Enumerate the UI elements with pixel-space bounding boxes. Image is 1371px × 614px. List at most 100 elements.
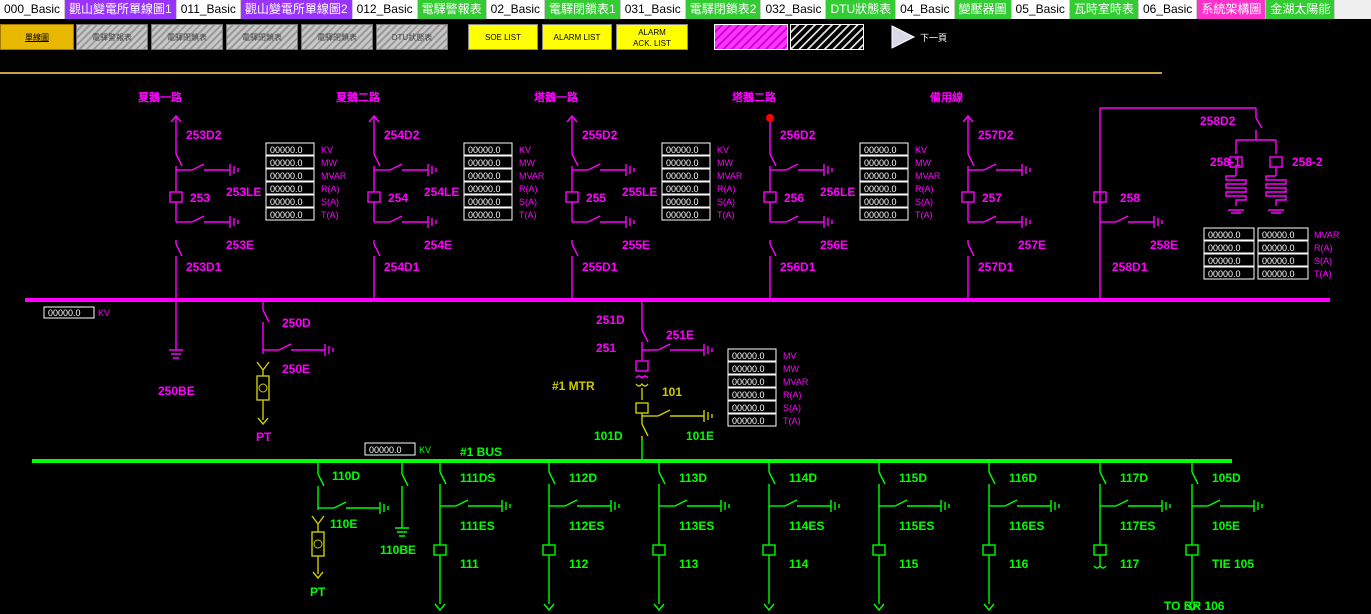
switch-105D-blade[interactable] <box>1191 471 1199 485</box>
relay-lock-button-3[interactable]: 電驛閉鎖表 <box>301 24 373 50</box>
sheet-tab-2[interactable]: 011_Basic <box>176 0 241 19</box>
gnd-110E-blade[interactable] <box>333 501 347 509</box>
sheet-tab-0[interactable]: 000_Basic <box>0 0 66 19</box>
switch-110BE-blade[interactable] <box>401 473 409 487</box>
switch-257D1-blade[interactable] <box>967 243 975 257</box>
sheet-tab-18[interactable]: 金湖太陽能 <box>1266 0 1336 19</box>
sheet-tab-14[interactable]: 05_Basic <box>1011 0 1070 19</box>
next-page-button[interactable]: 下一頁 <box>888 24 958 50</box>
relay-lock-button-4[interactable]: DTU狀態表 <box>376 24 448 50</box>
relay-lock-button-1[interactable]: 電驛閉鎖表 <box>151 24 223 50</box>
switch-117D-blade[interactable] <box>1099 471 1107 485</box>
lv-kv-box <box>364 442 416 456</box>
hatched-button[interactable] <box>790 24 864 50</box>
gnd-255E-blade[interactable] <box>587 215 601 223</box>
sheet-tab-12[interactable]: 04_Basic <box>896 0 955 19</box>
breaker-116[interactable] <box>982 544 996 556</box>
switch-111DS-blade[interactable] <box>439 471 447 485</box>
gnd-255LE-blade[interactable] <box>587 163 601 171</box>
sheet-tab-5[interactable]: 電驛警報表 <box>417 0 487 19</box>
switch-113D-blade[interactable] <box>658 471 666 485</box>
gnd--blade[interactable] <box>983 163 997 171</box>
switch-101D-blade[interactable] <box>641 423 649 437</box>
e-label-1: 254E <box>424 238 452 252</box>
system-diagram-button[interactable] <box>714 24 788 50</box>
switch-256D1-blade[interactable] <box>769 243 777 257</box>
breaker-258[interactable] <box>1093 191 1107 203</box>
switch-258D2[interactable] <box>1255 117 1263 129</box>
switch-250D-blade[interactable] <box>262 309 270 323</box>
switch-256D2-blade[interactable] <box>769 153 777 167</box>
gnd-111ES-blade[interactable] <box>455 499 469 507</box>
sheet-tab-15[interactable]: 瓦時室時表 <box>1069 0 1139 19</box>
switch-253D2-blade[interactable] <box>175 153 183 167</box>
single-line-button[interactable]: 單線圖 <box>0 24 74 50</box>
gnd-251E-blade[interactable] <box>657 343 671 351</box>
soe-list-button[interactable]: SOE LIST <box>468 24 538 50</box>
gnd-256LE-blade[interactable] <box>785 163 799 171</box>
switch-254D1-blade[interactable] <box>373 243 381 257</box>
breaker-251[interactable] <box>635 360 649 372</box>
breaker-111[interactable] <box>433 544 447 556</box>
gnd-112ES-blade[interactable] <box>564 499 578 507</box>
switch-257D2-blade[interactable] <box>967 153 975 167</box>
gnd-117ES-blade[interactable] <box>1115 499 1129 507</box>
switch-251D-blade[interactable] <box>641 329 649 343</box>
breaker-256[interactable] <box>763 191 777 203</box>
breaker-257[interactable] <box>961 191 975 203</box>
breaker-TIE 105[interactable] <box>1185 544 1199 556</box>
gnd-254LE-blade[interactable] <box>389 163 403 171</box>
sheet-tab-11[interactable]: DTU狀態表 <box>826 0 897 19</box>
sheet-tab-4[interactable]: 012_Basic <box>352 0 418 19</box>
sheet-tab-16[interactable]: 06_Basic <box>1138 0 1198 19</box>
breaker-254[interactable] <box>367 191 381 203</box>
sheet-tab-3[interactable]: 觀山變電所單線圖2 <box>240 0 353 19</box>
switch-115D-blade[interactable] <box>878 471 886 485</box>
breaker-114[interactable] <box>762 544 776 556</box>
sheet-tab-7[interactable]: 電驛閉鎖表1 <box>545 0 621 19</box>
switch-116D-blade[interactable] <box>988 471 996 485</box>
gnd-113ES-blade[interactable] <box>674 499 688 507</box>
sheet-tab-13[interactable]: 變壓器圖 <box>954 0 1012 19</box>
gnd-256E-blade[interactable] <box>785 215 799 223</box>
gnd-105E-blade[interactable] <box>1207 499 1221 507</box>
gnd-114ES-blade[interactable] <box>784 499 798 507</box>
gnd-258E-blade[interactable] <box>1115 215 1129 223</box>
switch-255D1-blade[interactable] <box>571 243 579 257</box>
lv-es-label-4: 115ES <box>899 519 934 533</box>
meter-3-unit: T(A) <box>915 210 933 220</box>
breaker-113[interactable] <box>652 544 666 556</box>
gnd-115ES-blade[interactable] <box>894 499 908 507</box>
switch-254D2-blade[interactable] <box>373 153 381 167</box>
gnd-255E-ground-icon <box>625 216 635 228</box>
breaker-258-2[interactable] <box>1269 156 1283 168</box>
breaker-115[interactable] <box>872 544 886 556</box>
breaker-112[interactable] <box>542 544 556 556</box>
alarm-ack-list-button[interactable]: ALARM ACK. LIST <box>616 24 688 50</box>
breaker-255[interactable] <box>565 191 579 203</box>
switch-110D-blade[interactable] <box>317 473 325 487</box>
sheet-tab-9[interactable]: 電驛閉鎖表2 <box>685 0 762 19</box>
sheet-tab-17[interactable]: 系統架構圖 <box>1197 0 1267 19</box>
switch-112D-blade[interactable] <box>548 471 556 485</box>
switch-253D1-blade[interactable] <box>175 243 183 257</box>
relay-lock-button-2[interactable]: 電驛閉鎖表 <box>226 24 298 50</box>
sheet-tab-1[interactable]: 觀山變電所單線圖1 <box>65 0 177 19</box>
switch-255D2-blade[interactable] <box>571 153 579 167</box>
switch-114D-blade[interactable] <box>768 471 776 485</box>
breaker-253[interactable] <box>169 191 183 203</box>
gnd-250E-blade[interactable] <box>278 343 292 351</box>
gnd-253E-blade[interactable] <box>191 215 205 223</box>
breaker-101[interactable] <box>635 402 649 414</box>
relay-alarm-button[interactable]: 電驛警報表 <box>76 24 148 50</box>
breaker-117[interactable] <box>1093 544 1107 556</box>
sheet-tab-6[interactable]: 02_Basic <box>486 0 546 19</box>
alarm-list-button[interactable]: ALARM LIST <box>542 24 612 50</box>
sheet-tab-8[interactable]: 031_Basic <box>620 0 686 19</box>
gnd-101E-blade[interactable] <box>657 409 671 417</box>
sheet-tab-10[interactable]: 032_Basic <box>761 0 827 19</box>
gnd-257E-blade[interactable] <box>983 215 997 223</box>
gnd-254E-blade[interactable] <box>389 215 403 223</box>
gnd-116ES-blade[interactable] <box>1004 499 1018 507</box>
gnd-253LE-blade[interactable] <box>191 163 205 171</box>
